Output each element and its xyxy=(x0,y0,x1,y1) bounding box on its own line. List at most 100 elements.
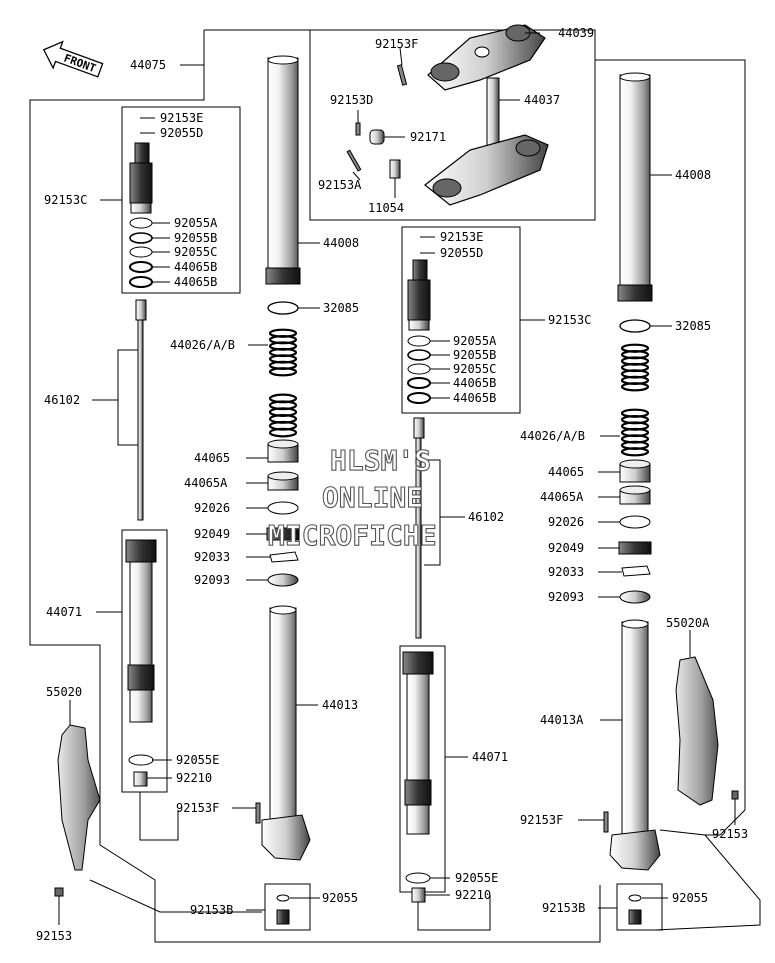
part-label: 92055B xyxy=(453,348,496,362)
part-label: 92055E xyxy=(176,753,219,767)
part-label: 92153C xyxy=(548,313,591,327)
part-labels: 44075 92153F 44039 92153D 44037 92171 92… xyxy=(36,26,748,943)
part-label: 92171 xyxy=(410,130,446,144)
spring-coil xyxy=(268,427,298,438)
part-label: 44065B xyxy=(453,376,496,390)
leader-lines xyxy=(58,32,736,931)
left-outer-tube-44008 xyxy=(265,55,301,285)
part-label: 92055A xyxy=(174,216,218,230)
part-label: 44065B xyxy=(174,260,217,274)
part-label: 92055C xyxy=(174,245,217,259)
left-bottom-box xyxy=(264,883,311,931)
part-label: 92055A xyxy=(453,334,497,348)
right-bushings xyxy=(618,459,652,604)
part-label: 11054 xyxy=(368,201,404,215)
left-bottom-parts xyxy=(276,894,290,925)
part-label: 92153F xyxy=(176,801,219,815)
part-label: 92153 xyxy=(712,827,748,841)
part-label: 92153F xyxy=(375,37,418,51)
steering-stem-lower-clamp-44037 xyxy=(424,77,549,206)
part-label: 44026/A/B xyxy=(170,338,235,352)
part-label: 92055 xyxy=(322,891,358,905)
part-label: 92049 xyxy=(194,527,230,541)
center-cartridge-parts xyxy=(407,259,431,404)
part-label: 92093 xyxy=(194,573,230,587)
part-label: 92210 xyxy=(455,888,491,902)
left-bushings xyxy=(266,439,300,587)
part-label: 46102 xyxy=(44,393,80,407)
left-damper-rod xyxy=(135,299,147,521)
watermark-line3: MICROFICHE xyxy=(268,519,437,552)
watermark-line1: HLSM'S xyxy=(330,444,431,477)
part-label: 44075 xyxy=(130,58,166,72)
right-bottom-parts xyxy=(628,894,642,925)
part-label: 44065 xyxy=(194,451,230,465)
part-label: 92153E xyxy=(160,111,203,125)
part-label: 92026 xyxy=(194,501,230,515)
part-label: 44065 xyxy=(548,465,584,479)
part-label: 92153A xyxy=(318,178,362,192)
part-label: 44013 xyxy=(322,698,358,712)
spring-coil xyxy=(620,382,650,392)
right-inner-tube-44013A xyxy=(603,619,661,871)
part-label: 44037 xyxy=(524,93,560,107)
right-bottom-box xyxy=(616,883,663,931)
top-small-parts xyxy=(346,64,408,179)
front-arrow: FRONT xyxy=(42,40,104,78)
watermark: HLSM'S ONLINE MICROFICHE xyxy=(267,443,437,552)
part-label: 44065B xyxy=(453,391,496,405)
left-spring-44026 xyxy=(268,328,298,438)
spring-coil xyxy=(620,447,650,457)
right-fork-guard-55020A xyxy=(675,656,739,806)
part-label: 44026/A/B xyxy=(520,429,585,443)
part-label: 92210 xyxy=(176,771,212,785)
part-label: 44071 xyxy=(46,605,82,619)
part-label: 44008 xyxy=(675,168,711,182)
part-label: 92153 xyxy=(36,929,72,943)
watermark-line2: ONLINE xyxy=(322,481,423,514)
part-label: 92026 xyxy=(548,515,584,529)
part-label: 55020A xyxy=(666,616,710,630)
part-label: 44039 xyxy=(558,26,594,40)
part-label: 46102 xyxy=(468,510,504,524)
part-label: 55020 xyxy=(46,685,82,699)
left-cartridge-parts xyxy=(129,142,153,288)
part-label: 92055E xyxy=(455,871,498,885)
part-label: 92055 xyxy=(672,891,708,905)
upper-triple-clamp-44039 xyxy=(427,24,546,91)
part-label: 44013A xyxy=(540,713,584,727)
part-label: 92049 xyxy=(548,541,584,555)
part-label: 44065A xyxy=(184,476,228,490)
center-damper-parts xyxy=(402,651,434,903)
left-inner-tube-44013 xyxy=(255,605,311,861)
part-label: 92153B xyxy=(190,903,233,917)
left-oring-32085 xyxy=(267,301,299,315)
right-oring-32085 xyxy=(619,319,651,333)
part-label: 44071 xyxy=(472,750,508,764)
outline-lines xyxy=(29,29,761,943)
part-label: 92153C xyxy=(44,193,87,207)
spring-coil xyxy=(268,367,298,377)
part-label: 92153F xyxy=(520,813,563,827)
center-damper-rod xyxy=(413,417,425,639)
left-damper-box xyxy=(121,529,168,793)
part-label: 92055D xyxy=(440,246,483,260)
part-label: 44008 xyxy=(323,236,359,250)
part-label: 92055B xyxy=(174,231,217,245)
part-label: 92153B xyxy=(542,901,585,915)
left-fork-guard-55020 xyxy=(54,724,101,897)
part-label: 92033 xyxy=(194,550,230,564)
part-label: 32085 xyxy=(675,319,711,333)
part-label: 44065B xyxy=(174,275,217,289)
part-label: 92055D xyxy=(160,126,203,140)
right-outer-tube-44008 xyxy=(617,72,653,302)
part-label: 44065A xyxy=(540,490,584,504)
part-label: 92093 xyxy=(548,590,584,604)
right-spring-44026 xyxy=(620,343,650,457)
part-label: 92153E xyxy=(440,230,483,244)
part-label: 32085 xyxy=(323,301,359,315)
part-label: 92033 xyxy=(548,565,584,579)
part-label: 92153D xyxy=(330,93,373,107)
left-damper-parts xyxy=(125,539,157,787)
